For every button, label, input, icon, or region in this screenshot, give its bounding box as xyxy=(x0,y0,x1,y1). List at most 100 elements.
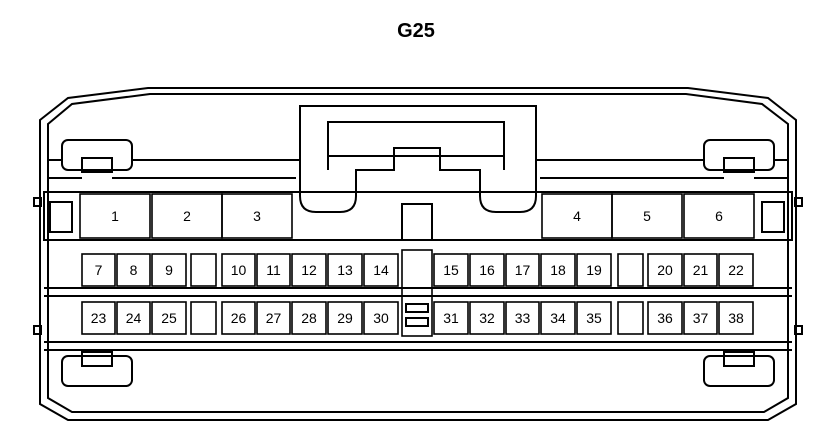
terminal-17-cell xyxy=(505,253,540,287)
side-nub-left-top xyxy=(33,197,42,207)
terminal-28-label: 28 xyxy=(301,310,317,326)
terminal-37-label: 37 xyxy=(693,310,709,326)
terminal-38-label: 38 xyxy=(728,310,744,326)
terminal-34-label: 34 xyxy=(550,310,566,326)
terminal-18-cell xyxy=(540,253,576,287)
large-terminal-4-label: 4 xyxy=(573,208,581,224)
terminal-32-label: 32 xyxy=(479,310,495,326)
center-slot-upper xyxy=(405,303,429,313)
terminal-30-cell xyxy=(363,301,399,335)
blank-cavity-row2-14-cell xyxy=(617,301,644,335)
end-square-right xyxy=(761,201,785,233)
terminal-10-cell xyxy=(221,253,256,287)
terminal-row-1: 7 8 9 10 11 12 13 14 15 16 17 18 19 20 21 22 xyxy=(81,253,754,287)
terminal-23-cell xyxy=(81,301,116,335)
housing-inner-outline xyxy=(47,93,789,413)
terminal-29-label: 29 xyxy=(337,310,353,326)
large-terminal-2-label: 2 xyxy=(183,208,191,224)
blank-cavity-row1-14-cell xyxy=(617,253,644,287)
end-square-left xyxy=(49,201,73,233)
top-left-clip xyxy=(48,139,301,190)
terminal-13-cell xyxy=(327,253,363,287)
row-separator-lines xyxy=(44,287,792,351)
side-nub-left-bottom xyxy=(33,325,42,335)
terminal-30-label: 30 xyxy=(373,310,389,326)
terminal-10-label: 10 xyxy=(231,262,247,278)
terminal-26-label: 26 xyxy=(231,310,247,326)
bottom-left-clip xyxy=(61,351,133,387)
terminal-22-label: 22 xyxy=(728,262,744,278)
terminal-36-label: 36 xyxy=(657,310,673,326)
large-terminal-group: 1 2 3 4 5 6 xyxy=(79,193,755,239)
terminal-19-cell xyxy=(576,253,612,287)
large-terminal-row-frame xyxy=(43,191,793,241)
terminal-14-label: 14 xyxy=(373,262,389,278)
housing-outline xyxy=(39,87,797,421)
terminal-12-cell xyxy=(291,253,327,287)
terminal-28-cell xyxy=(291,301,327,335)
side-nub-right-bottom xyxy=(794,325,803,335)
terminal-35-cell xyxy=(576,301,612,335)
terminal-21-label: 21 xyxy=(693,262,709,278)
terminal-31-cell xyxy=(433,301,469,335)
terminal-25-cell xyxy=(151,301,187,335)
terminal-29-cell xyxy=(327,301,363,335)
large-terminal-5-label: 5 xyxy=(643,208,651,224)
terminal-37-cell xyxy=(683,301,718,335)
terminal-34-cell xyxy=(540,301,576,335)
terminal-33-label: 33 xyxy=(515,310,531,326)
side-nub-right-top xyxy=(794,197,803,207)
blank-cavity-row1-3-cell xyxy=(190,253,217,287)
terminal-18-label: 18 xyxy=(550,262,566,278)
terminal-17-label: 17 xyxy=(515,262,531,278)
terminal-33-cell xyxy=(505,301,540,335)
large-terminal-1-cell xyxy=(79,193,151,239)
terminal-21-cell xyxy=(683,253,718,287)
large-terminal-3-cell xyxy=(221,193,293,239)
terminal-38-cell xyxy=(718,301,754,335)
terminal-31-label: 31 xyxy=(443,310,459,326)
terminal-36-cell xyxy=(647,301,683,335)
terminal-27-label: 27 xyxy=(266,310,282,326)
terminal-20-cell xyxy=(647,253,683,287)
terminal-8-label: 8 xyxy=(130,262,138,278)
terminal-11-cell xyxy=(256,253,291,287)
terminal-16-label: 16 xyxy=(479,262,495,278)
center-latch xyxy=(299,105,537,213)
terminal-14-cell xyxy=(363,253,399,287)
terminal-7-label: 7 xyxy=(95,262,103,278)
terminal-23-label: 23 xyxy=(91,310,107,326)
terminal-22-cell xyxy=(718,253,754,287)
terminal-27-cell xyxy=(256,301,291,335)
center-divider xyxy=(401,203,433,337)
terminal-26-cell xyxy=(221,301,256,335)
terminal-15-cell xyxy=(433,253,469,287)
terminal-8-cell xyxy=(116,253,151,287)
center-slot-lower xyxy=(405,317,429,327)
top-right-clip xyxy=(535,139,788,190)
terminal-13-label: 13 xyxy=(337,262,353,278)
large-terminal-6-label: 6 xyxy=(715,208,723,224)
large-terminal-5-cell xyxy=(611,193,683,239)
terminal-20-label: 20 xyxy=(657,262,673,278)
terminal-9-cell xyxy=(151,253,187,287)
large-terminal-1-label: 1 xyxy=(111,208,119,224)
terminal-16-cell xyxy=(469,253,505,287)
terminal-15-label: 15 xyxy=(443,262,459,278)
terminal-32-cell xyxy=(469,301,505,335)
terminal-9-label: 9 xyxy=(165,262,173,278)
bottom-right-clip xyxy=(703,351,775,387)
large-terminal-3-label: 3 xyxy=(253,208,261,224)
terminal-row-2: 23 24 25 26 27 28 29 30 31 32 33 34 35 36 37 38 xyxy=(81,301,754,335)
connector-title: G25 xyxy=(397,20,435,42)
terminal-24-cell xyxy=(116,301,151,335)
terminal-25-label: 25 xyxy=(161,310,177,326)
terminal-35-label: 35 xyxy=(586,310,602,326)
terminal-24-label: 24 xyxy=(126,310,142,326)
terminal-19-label: 19 xyxy=(586,262,602,278)
terminal-11-label: 11 xyxy=(266,262,281,278)
blank-cavity-row2-3-cell xyxy=(190,301,217,335)
terminal-7-cell xyxy=(81,253,116,287)
terminal-12-label: 12 xyxy=(301,262,317,278)
